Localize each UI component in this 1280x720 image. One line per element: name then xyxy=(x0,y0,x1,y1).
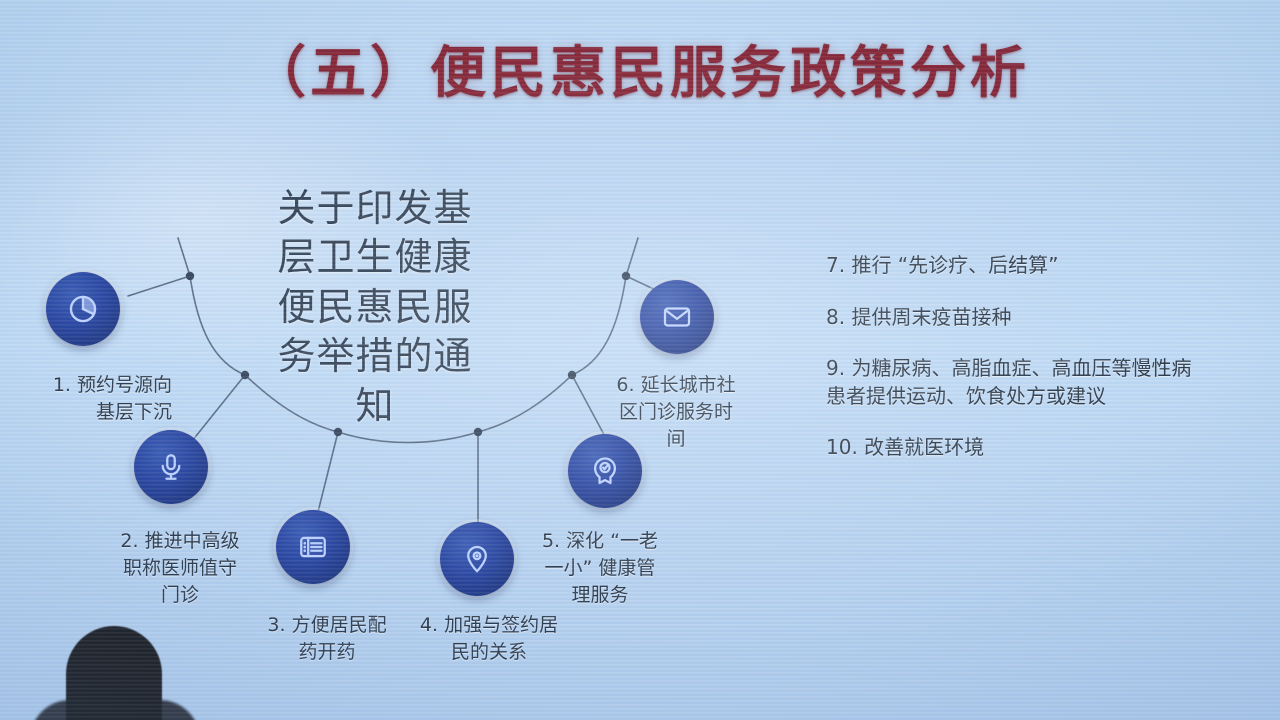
list-document-icon xyxy=(297,531,329,563)
microphone-icon xyxy=(155,451,187,483)
presenter-head-silhouette xyxy=(66,626,162,720)
node-circle-3[interactable] xyxy=(276,510,350,584)
node-label-4: 4. 加强与签约居 民的关系 xyxy=(419,614,559,663)
node-label-2: 2. 推进中高级 职称医师值守 门诊 xyxy=(120,530,240,606)
node-circle-4[interactable] xyxy=(440,522,514,596)
page-title: （五）便民惠民服务政策分析 xyxy=(250,40,1030,106)
pie-clock-icon xyxy=(66,292,100,326)
node-circle-5[interactable] xyxy=(568,434,642,508)
list-item: 10. 改善就医环境 xyxy=(826,435,985,460)
list-item: 7. 推行 “先诊疗、后结算” xyxy=(826,253,1059,277)
map-pin-icon xyxy=(461,543,493,575)
list-item: 8. 提供周末疫苗接种 xyxy=(826,304,1012,329)
node-circle-1[interactable] xyxy=(46,272,120,346)
node-label-5: 5. 深化 “一老 一小” 健康管 理服务 xyxy=(541,530,659,606)
node-label-1: 1. 预约号源向 基层下沉 xyxy=(52,374,172,423)
right-list: 7. 推行 “先诊疗、后结算” 8. 提供周末疫苗接种 9. 为糖尿病、高脂血症… xyxy=(826,252,1256,486)
node-circle-6[interactable] xyxy=(640,280,714,354)
node-label-6: 6. 延长城市社 区门诊服务时 间 xyxy=(616,374,736,450)
badge-person-icon xyxy=(589,455,621,487)
list-item: 9. 为糖尿病、高脂血症、高血压等慢性病 患者提供运动、饮食处方或建议 xyxy=(826,356,1192,408)
center-document-title: 关于印发基层卫生健康便民惠民服务举措的通知 xyxy=(277,186,473,428)
node-circle-2[interactable] xyxy=(134,430,208,504)
node-label-3: 3. 方便居民配 药开药 xyxy=(267,614,387,663)
envelope-icon xyxy=(661,301,693,333)
